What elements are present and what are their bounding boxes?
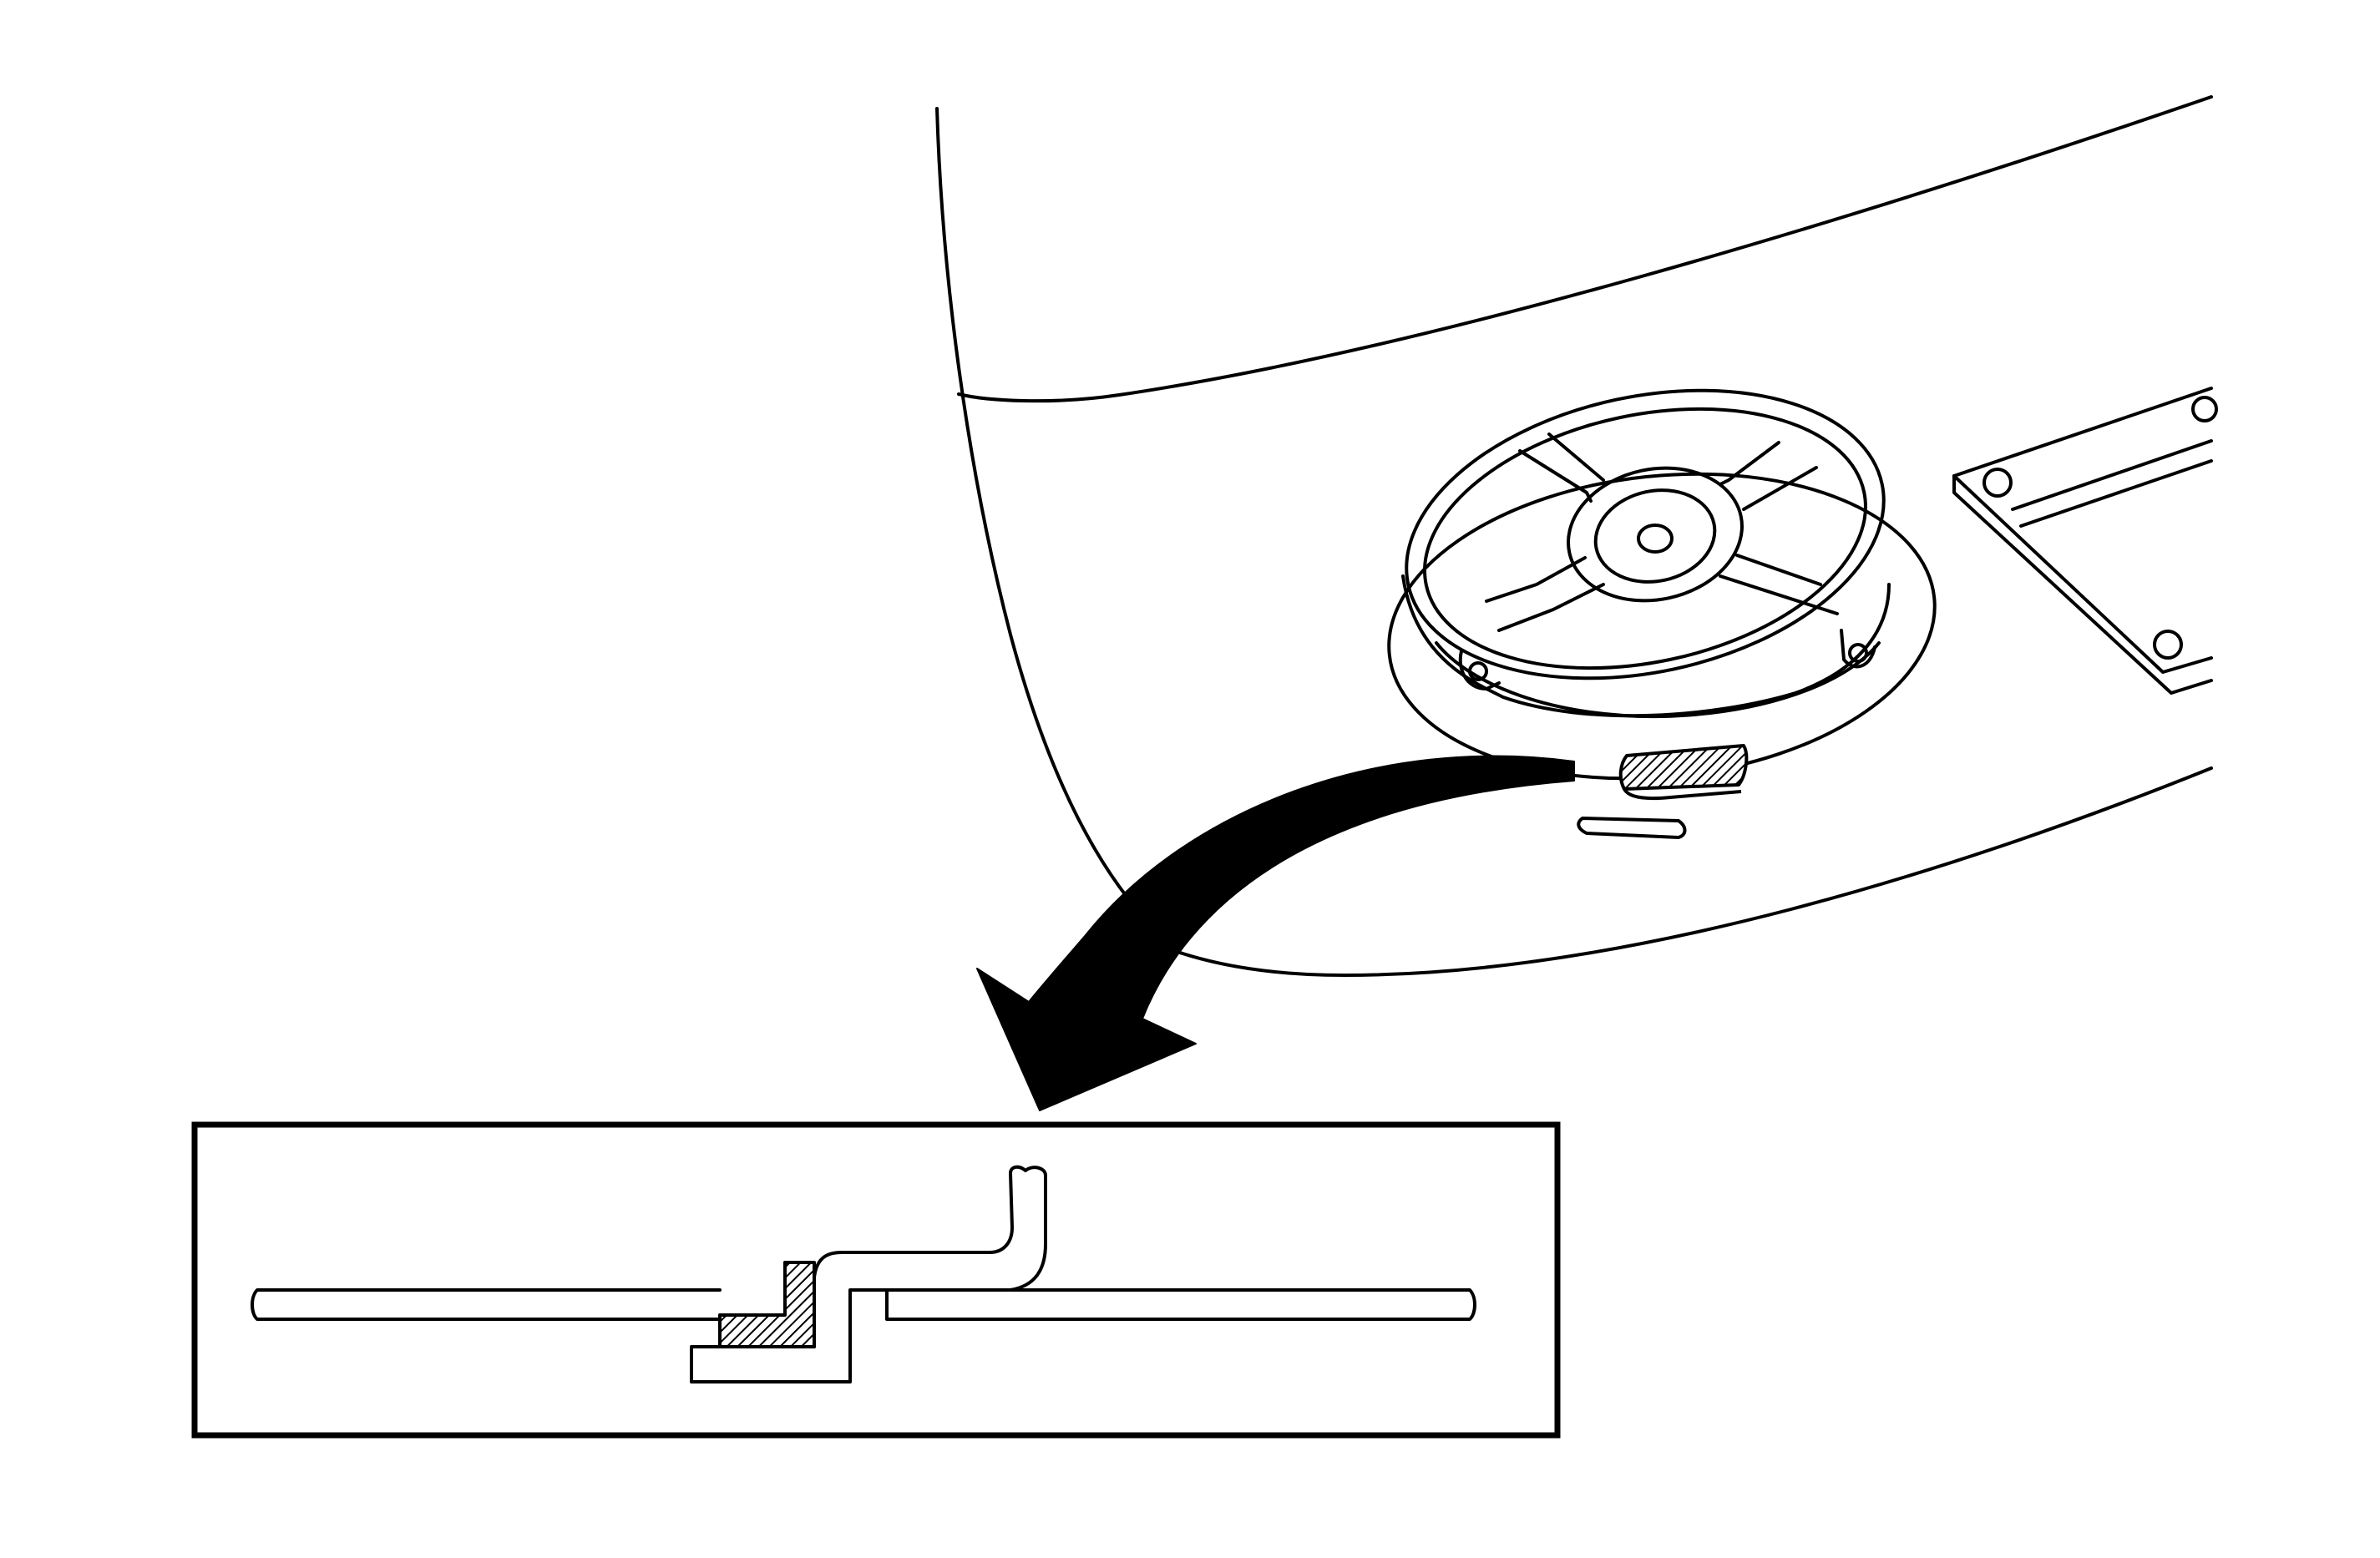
- arrow-body: [976, 755, 1575, 1111]
- speaker-spoke: [1518, 449, 1593, 503]
- speaker-housing-side: [1401, 574, 1891, 718]
- speaker-spoke: [1742, 466, 1818, 511]
- plate-outline-top: [1952, 387, 2213, 478]
- mounting-plate: [1952, 387, 2218, 695]
- cross-section-detail: [191, 1121, 1561, 1439]
- plate-inner-rail: [2011, 439, 2213, 511]
- inset-frame: [191, 1121, 1561, 1439]
- panel-lower-edge: [1176, 766, 2213, 977]
- plate-inner-rail: [2019, 459, 2213, 528]
- speaker-rim-inner: [1423, 407, 1867, 670]
- hatched-seal: [1577, 744, 1749, 839]
- speaker-mount-hole-left: [1468, 661, 1488, 681]
- body-panel: [935, 95, 2213, 977]
- curved-callout-arrow: [976, 755, 1575, 1111]
- panel-upper-crease: [957, 95, 2213, 403]
- seal-upper: [1618, 744, 1749, 791]
- speaker-mount-hole-right: [1848, 643, 1868, 663]
- speaker-center-ring-outer: [1567, 466, 1744, 603]
- inset-panel-right: [885, 1288, 1476, 1321]
- speaker-mount-ear-left: [1458, 650, 1501, 690]
- plate-hole: [1982, 468, 2013, 498]
- speaker-gasket: [1387, 472, 1937, 781]
- speaker-assembly: [1387, 388, 1937, 781]
- plate-outline-left: [1952, 474, 2213, 695]
- plate-edge: [1952, 474, 2213, 674]
- seal-underside: [1623, 787, 1742, 801]
- speaker-spoke: [1497, 583, 1605, 632]
- panel-left-edge: [935, 107, 1129, 899]
- speaker-mount-ear-right: [1840, 629, 1876, 669]
- speaker-spoke: [1719, 441, 1780, 486]
- inset-panel-left: [251, 1288, 722, 1321]
- speaker-rim-outer: [1405, 388, 1886, 680]
- speaker-center-ring-inner: [1593, 488, 1717, 584]
- speaker-spoke: [1719, 574, 1839, 615]
- speaker-spoke: [1547, 432, 1605, 482]
- seal-slot: [1577, 817, 1687, 839]
- inset-gasket: [718, 1261, 816, 1348]
- speaker-dust-cap: [1637, 524, 1674, 554]
- inset-bracket: [690, 1165, 1047, 1383]
- plate-hole: [2191, 396, 2218, 422]
- plate-hole: [2153, 630, 2183, 660]
- speaker-spoke: [1485, 556, 1587, 603]
- speaker-spoke: [1735, 554, 1822, 586]
